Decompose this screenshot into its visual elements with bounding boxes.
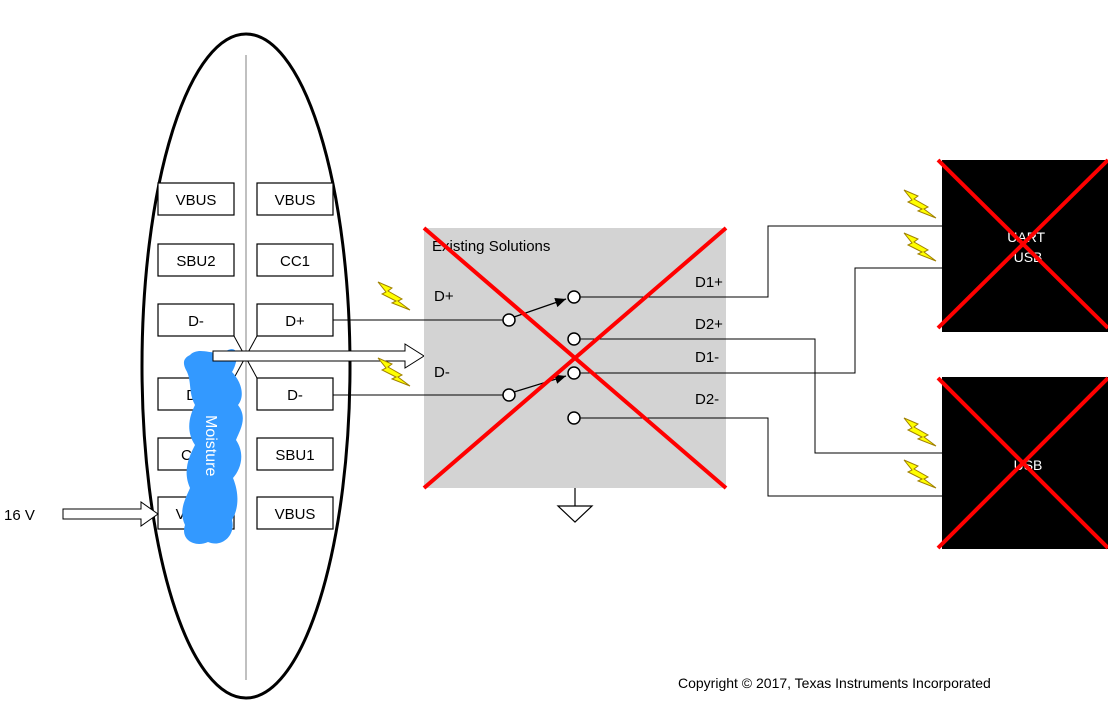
esd-bolt-icon	[903, 417, 937, 447]
switch-output-d2minus: D2-	[695, 391, 719, 408]
red-cross-icon	[936, 158, 1108, 330]
moisture-label: Moisture	[202, 415, 219, 476]
output-wires	[580, 225, 942, 497]
red-cross-icon	[422, 226, 728, 490]
esd-bolt-icon	[903, 459, 937, 489]
switch-output-d1plus: D1+	[695, 274, 723, 291]
pin-label: SBU2	[176, 253, 215, 270]
pin-label: VBUS	[275, 192, 316, 209]
pin-label: VBUS	[176, 192, 217, 209]
switch-output-d2plus: D2+	[695, 316, 723, 333]
switch-title: Existing Solutions	[432, 238, 550, 255]
pin-label: VBUS	[275, 506, 316, 523]
voltage-label: 16 V	[4, 507, 35, 524]
moisture-blob	[182, 349, 243, 545]
pin-box	[157, 182, 235, 216]
switch-contacts	[502, 290, 581, 425]
pin-box	[157, 303, 235, 337]
pin-label: D-	[287, 387, 303, 404]
leakage-arrow	[212, 343, 425, 369]
pin-label: D+	[285, 313, 305, 330]
pin-label: D-	[188, 313, 204, 330]
switch-output-d1minus: D1-	[695, 349, 719, 366]
pin-label: CC1	[280, 253, 310, 270]
pin-label: SBU1	[275, 447, 314, 464]
esd-bolt-icon	[377, 281, 411, 311]
usb-c-connector-outline	[140, 32, 352, 700]
ground-symbol	[556, 488, 594, 523]
pin-box	[256, 496, 334, 530]
pin-box	[157, 243, 235, 277]
copyright-notice: Copyright © 2017, Texas Instruments Inco…	[678, 675, 991, 691]
esd-bolt-icon	[903, 189, 937, 219]
pin-box	[256, 437, 334, 471]
pin-box	[256, 377, 334, 411]
pin-box	[256, 243, 334, 277]
switch-input-minus: D-	[434, 364, 450, 381]
switch-input-plus: D+	[434, 288, 454, 305]
pin-box	[256, 303, 334, 337]
red-cross-icon	[936, 376, 1108, 550]
connector-right-pins: VBUS CC1 D+ D- SBU1 VBUS	[256, 182, 334, 530]
voltage-arrow	[62, 501, 159, 527]
input-wires	[333, 319, 504, 396]
pin-box	[256, 182, 334, 216]
esd-bolt-icon	[903, 232, 937, 262]
